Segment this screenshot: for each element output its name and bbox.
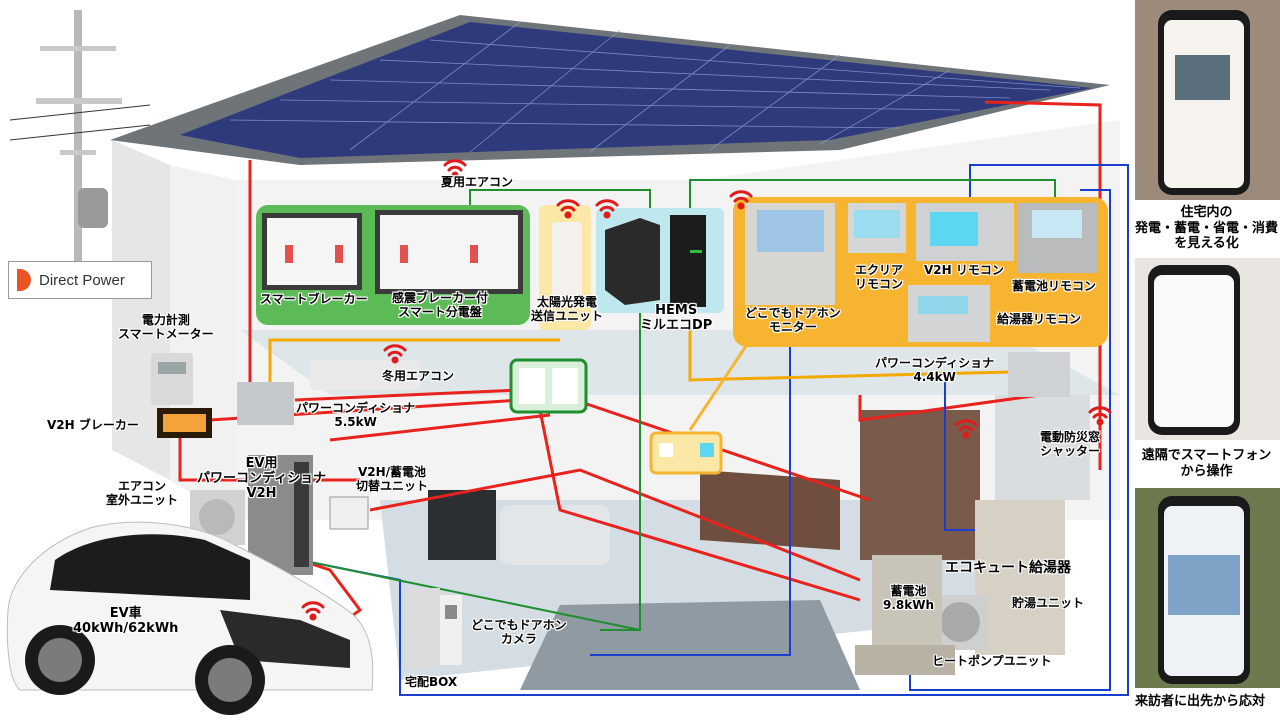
pcs-44-label: パワーコンディショナ 4.4kW	[875, 356, 995, 384]
v2h-breaker-box	[157, 408, 212, 438]
doorphone-monitor-label: どこでもドアホン モニター	[745, 306, 841, 334]
hems-label: HEMS ミルエコDP	[640, 303, 713, 333]
battery-remote-label: 蓄電池リモコン	[1012, 279, 1097, 293]
phone-images	[1135, 0, 1280, 688]
door-camera-label: どこでもドアホン カメラ	[471, 618, 567, 646]
battery-unit	[855, 555, 955, 675]
v2h-remote-label: V2H リモコン	[924, 263, 1004, 277]
winter-ac-label: 冬用エアコン	[382, 369, 455, 383]
solar-roof	[110, 15, 1110, 165]
ev-car	[6, 521, 374, 715]
phone-caption-visitor: 来訪者に出先から応対	[1134, 694, 1265, 709]
ecocute-unit	[933, 500, 1065, 655]
distribution-panel-box	[509, 358, 588, 414]
green-panel-group	[256, 205, 530, 325]
ecoria-remote-label: エクリア リモコン	[855, 263, 904, 291]
smart-breaker-label: スマートブレーカー	[260, 292, 368, 306]
delivery-box	[408, 588, 462, 668]
orange-panel-group	[733, 197, 1108, 347]
phone-caption-remote: 遠隔でスマートフォン から操作	[1141, 448, 1272, 479]
seismic-panel-label: 感震ブレーカー付 スマート分電盤	[392, 291, 489, 319]
ac-outdoor-label: エアコン 室外ユニット	[106, 479, 179, 507]
v2h-breaker-label: V2H ブレーカー	[47, 418, 139, 432]
ev-car-label: EV車 40kWh/62kWh	[73, 606, 179, 636]
wifi-icons	[301, 159, 1112, 621]
hems-lines	[299, 179, 1056, 631]
pcs-55-box	[237, 382, 294, 425]
ecocute-label: エコキュート給湯器	[945, 560, 1071, 576]
switch-unit-box	[329, 496, 369, 530]
tank-unit-label: 貯湯ユニット	[1012, 596, 1085, 610]
switch-unit-label: V2H/蓄電池 切替ユニット	[356, 465, 429, 493]
logo-text: Direct Power	[39, 271, 125, 289]
smart-meter-box	[151, 353, 193, 405]
solar-unit-label: 太陽光発電 送信ユニット	[531, 295, 604, 323]
heat-pump-label: ヒートポンプユニット	[932, 654, 1052, 668]
shutter-label: 電動防災窓 シャッター	[1040, 430, 1101, 458]
ev-pcs-box	[248, 455, 313, 575]
logo-mark-icon	[17, 269, 31, 291]
hems-box	[596, 208, 724, 313]
power-meter-label: 電力計測 スマートメーター	[118, 313, 214, 341]
delivery-box-label: 宅配BOX	[405, 675, 458, 689]
pcs-44-box	[1008, 352, 1070, 397]
solar-unit-box	[539, 205, 591, 330]
house-body	[112, 120, 1120, 690]
utility-pole	[9, 10, 151, 270]
summer-ac-label: 夏用エアコン	[441, 175, 514, 189]
kitchen-remote-box	[649, 339, 752, 475]
water-heater-remote-label: 給湯器リモコン	[997, 312, 1082, 326]
pcs-55-label: パワーコンディショナ 5.5kW	[296, 401, 416, 429]
solar-lines	[268, 320, 1011, 395]
ev-pcs-label: EV用 パワーコンディショナ V2H	[197, 456, 327, 501]
phone-caption-visualize: 住宅内の 発電・蓄電・省電・消費 を見える化	[1134, 205, 1278, 252]
direct-power-logo: Direct Power	[8, 261, 152, 299]
battery-label: 蓄電池 9.8kWh	[883, 584, 935, 612]
